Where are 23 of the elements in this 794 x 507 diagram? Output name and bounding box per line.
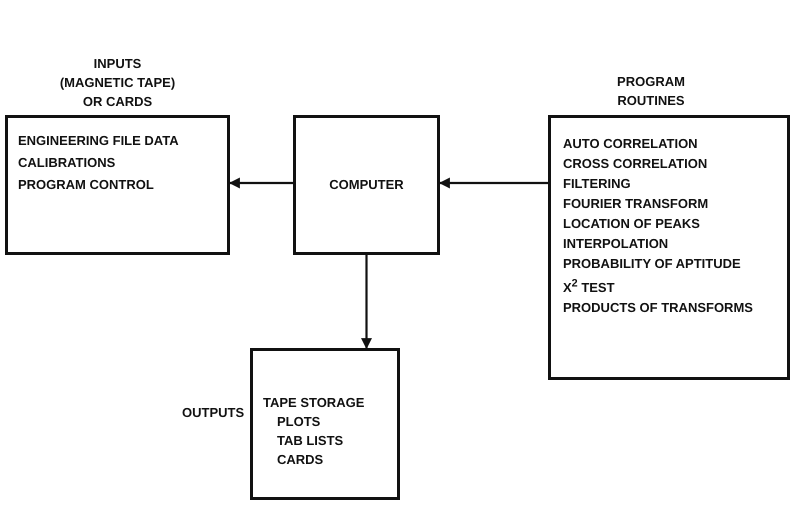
- box-text: LOCATION OF PEAKS: [563, 215, 700, 233]
- side-label: OUTPUTS: [182, 405, 244, 420]
- box-text: ENGINEERING FILE DATA: [18, 132, 179, 150]
- box-heading: INPUTS (MAGNETIC TAPE) OR CARDS: [58, 55, 176, 111]
- box-text: INTERPOLATION: [563, 235, 668, 253]
- box-text: PROBABILITY OF APTITUDE: [563, 255, 741, 273]
- arrow: [361, 255, 372, 350]
- box-text: PRODUCTS OF TRANSFORMS: [563, 299, 753, 318]
- box-text: FOURIER TRANSFORM: [563, 195, 708, 213]
- box-text: AUTO CORRELATION: [563, 135, 698, 153]
- box-text: PLOTS: [277, 413, 320, 431]
- box-heading: PROGRAM ROUTINES: [616, 73, 686, 110]
- box-text: TAB LISTS: [277, 432, 344, 450]
- box-text: CALIBRATIONS: [18, 154, 116, 172]
- box-text: TAPE STORAGE: [263, 394, 364, 412]
- box-text: CARDS: [277, 451, 324, 469]
- box-text: FILTERING: [563, 175, 631, 193]
- box-text: CROSS CORRELATION: [563, 155, 708, 173]
- arrow: [438, 178, 548, 188]
- box-text: COMPUTER: [329, 176, 404, 194]
- arrow: [228, 178, 293, 188]
- box-text: PROGRAM CONTROL: [18, 176, 154, 194]
- box-text: X$^{2}$ TEST: [563, 277, 615, 298]
